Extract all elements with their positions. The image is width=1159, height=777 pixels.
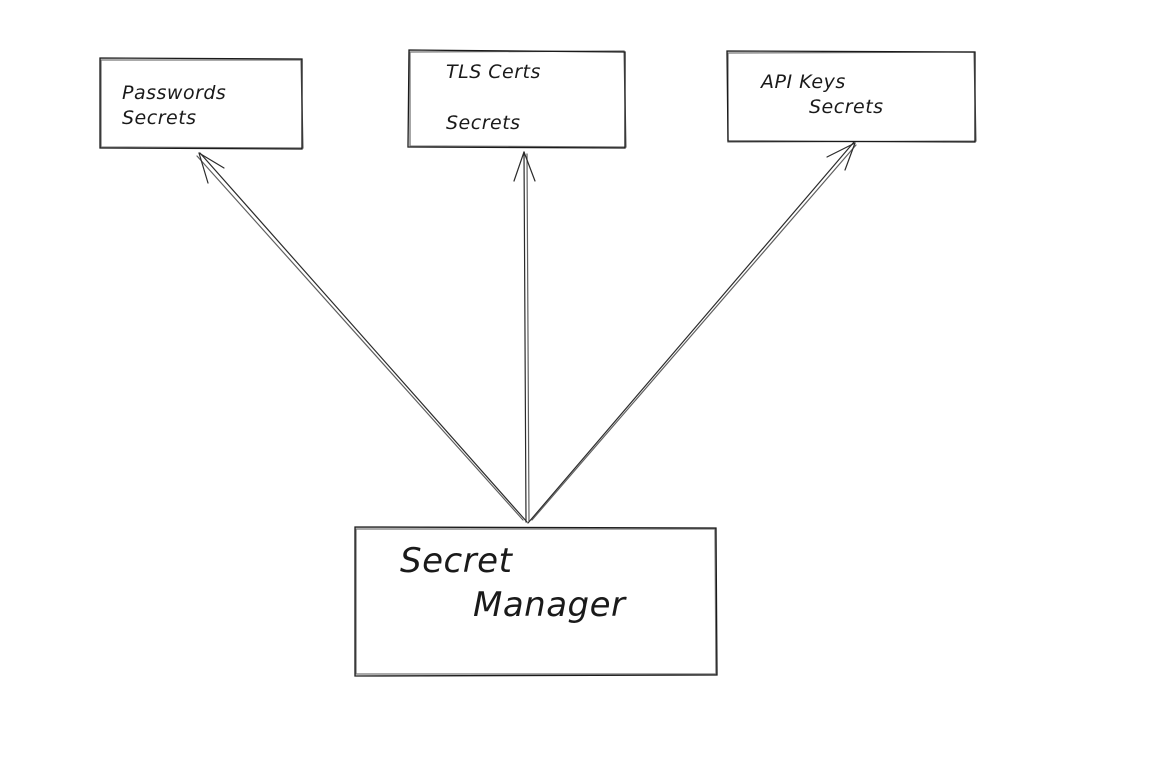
edge-manager-to-passwords — [196, 152, 528, 523]
node-api-line2: Secrets — [809, 96, 884, 118]
edge-manager-to-tls — [513, 151, 536, 523]
node-api-line1: API Keys — [759, 71, 846, 93]
node-manager-line1: Secret — [400, 541, 514, 581]
node-secret-manager[interactable]: Secret Manager — [354, 526, 718, 677]
node-manager-line2: Manager — [473, 585, 627, 625]
node-tls-line1: TLS Certs — [446, 61, 541, 83]
edge-manager-to-api — [527, 141, 857, 524]
node-tls-line2: Secrets — [446, 112, 521, 134]
node-api-keys-secrets[interactable]: API Keys Secrets — [726, 50, 977, 143]
node-passwords-line2: Secrets — [122, 107, 197, 129]
node-passwords-line1: Passwords — [122, 82, 226, 104]
node-tls-certs-secrets[interactable]: TLS Certs Secrets — [407, 49, 627, 149]
node-passwords-secrets[interactable]: Passwords Secrets — [99, 57, 304, 150]
